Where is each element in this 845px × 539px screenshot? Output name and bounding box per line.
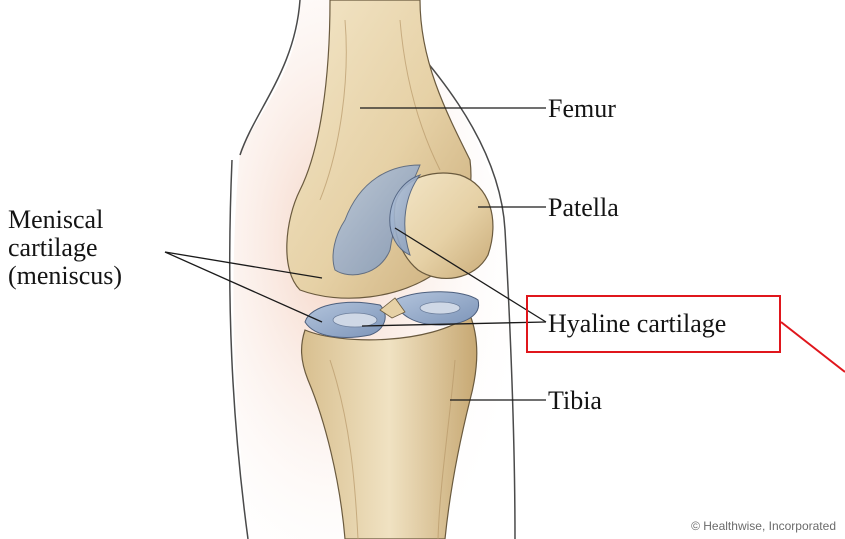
meniscal-cartilage-label: Meniscal cartilage (meniscus) [8, 206, 122, 290]
highlight-pointer-line [781, 322, 845, 372]
meniscal-label-line3: (meniscus) [8, 262, 122, 290]
femur-label: Femur [548, 95, 616, 123]
meniscal-label-line1: Meniscal [8, 206, 122, 234]
copyright-credit: © Healthwise, Incorporated [691, 519, 836, 533]
patella-label: Patella [548, 194, 619, 222]
meniscal-label-line2: cartilage [8, 234, 122, 262]
hyaline-highlight-box [526, 295, 781, 353]
tibia-label: Tibia [548, 387, 602, 415]
